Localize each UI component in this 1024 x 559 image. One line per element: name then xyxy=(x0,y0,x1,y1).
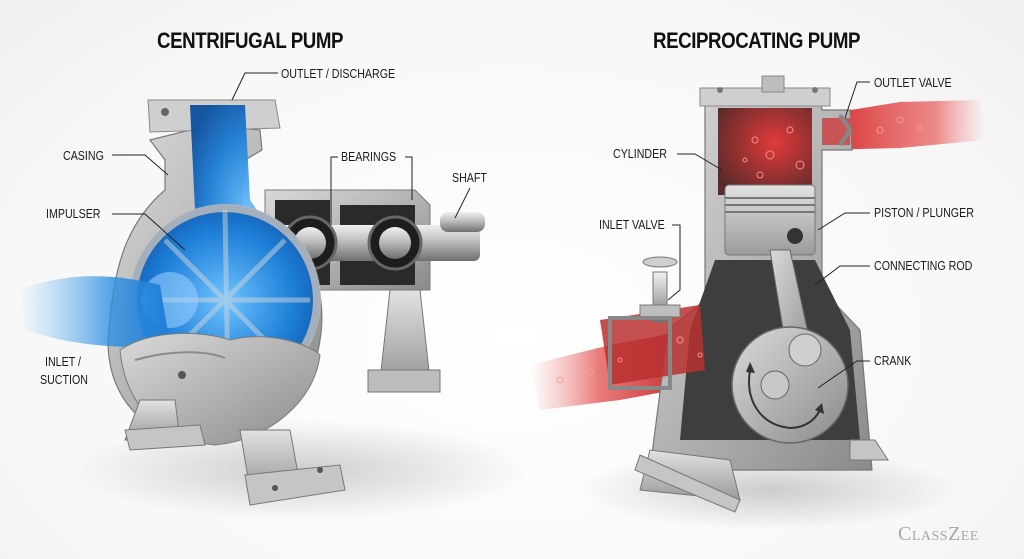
label-cylinder: CYLINDER xyxy=(613,146,667,161)
centrifugal-leader-lines xyxy=(112,72,471,251)
label-bearings: BEARINGS xyxy=(341,149,397,164)
label-shaft: SHAFT xyxy=(452,170,487,185)
reciprocating-pump-illustration xyxy=(530,75,985,530)
reciprocating-leader-lines xyxy=(667,81,870,389)
label-outlet-discharge: OUTLET / DISCHARGE xyxy=(281,66,396,81)
label-inlet-valve: INLET VALVE xyxy=(599,217,665,232)
label-connecting-rod: CONNECTING ROD xyxy=(874,258,973,273)
centrifugal-pump-title: CENTRIFUGAL PUMP xyxy=(157,28,344,53)
label-casing: CASING xyxy=(63,148,104,163)
label-inlet-line1: INLET / xyxy=(45,354,81,369)
watermark-logo: ClassZee xyxy=(898,523,979,545)
label-inlet-line2: SUCTION xyxy=(40,372,88,387)
label-crank: CRANK xyxy=(874,353,912,368)
centrifugal-pump-illustration xyxy=(20,99,530,520)
reciprocating-pump-title: RECIPROCATING PUMP xyxy=(653,28,861,53)
label-outlet-valve: OUTLET VALVE xyxy=(874,75,952,90)
label-impeller: IMPULSER xyxy=(46,206,101,221)
label-piston-plunger: PISTON / PLUNGER xyxy=(874,205,974,220)
